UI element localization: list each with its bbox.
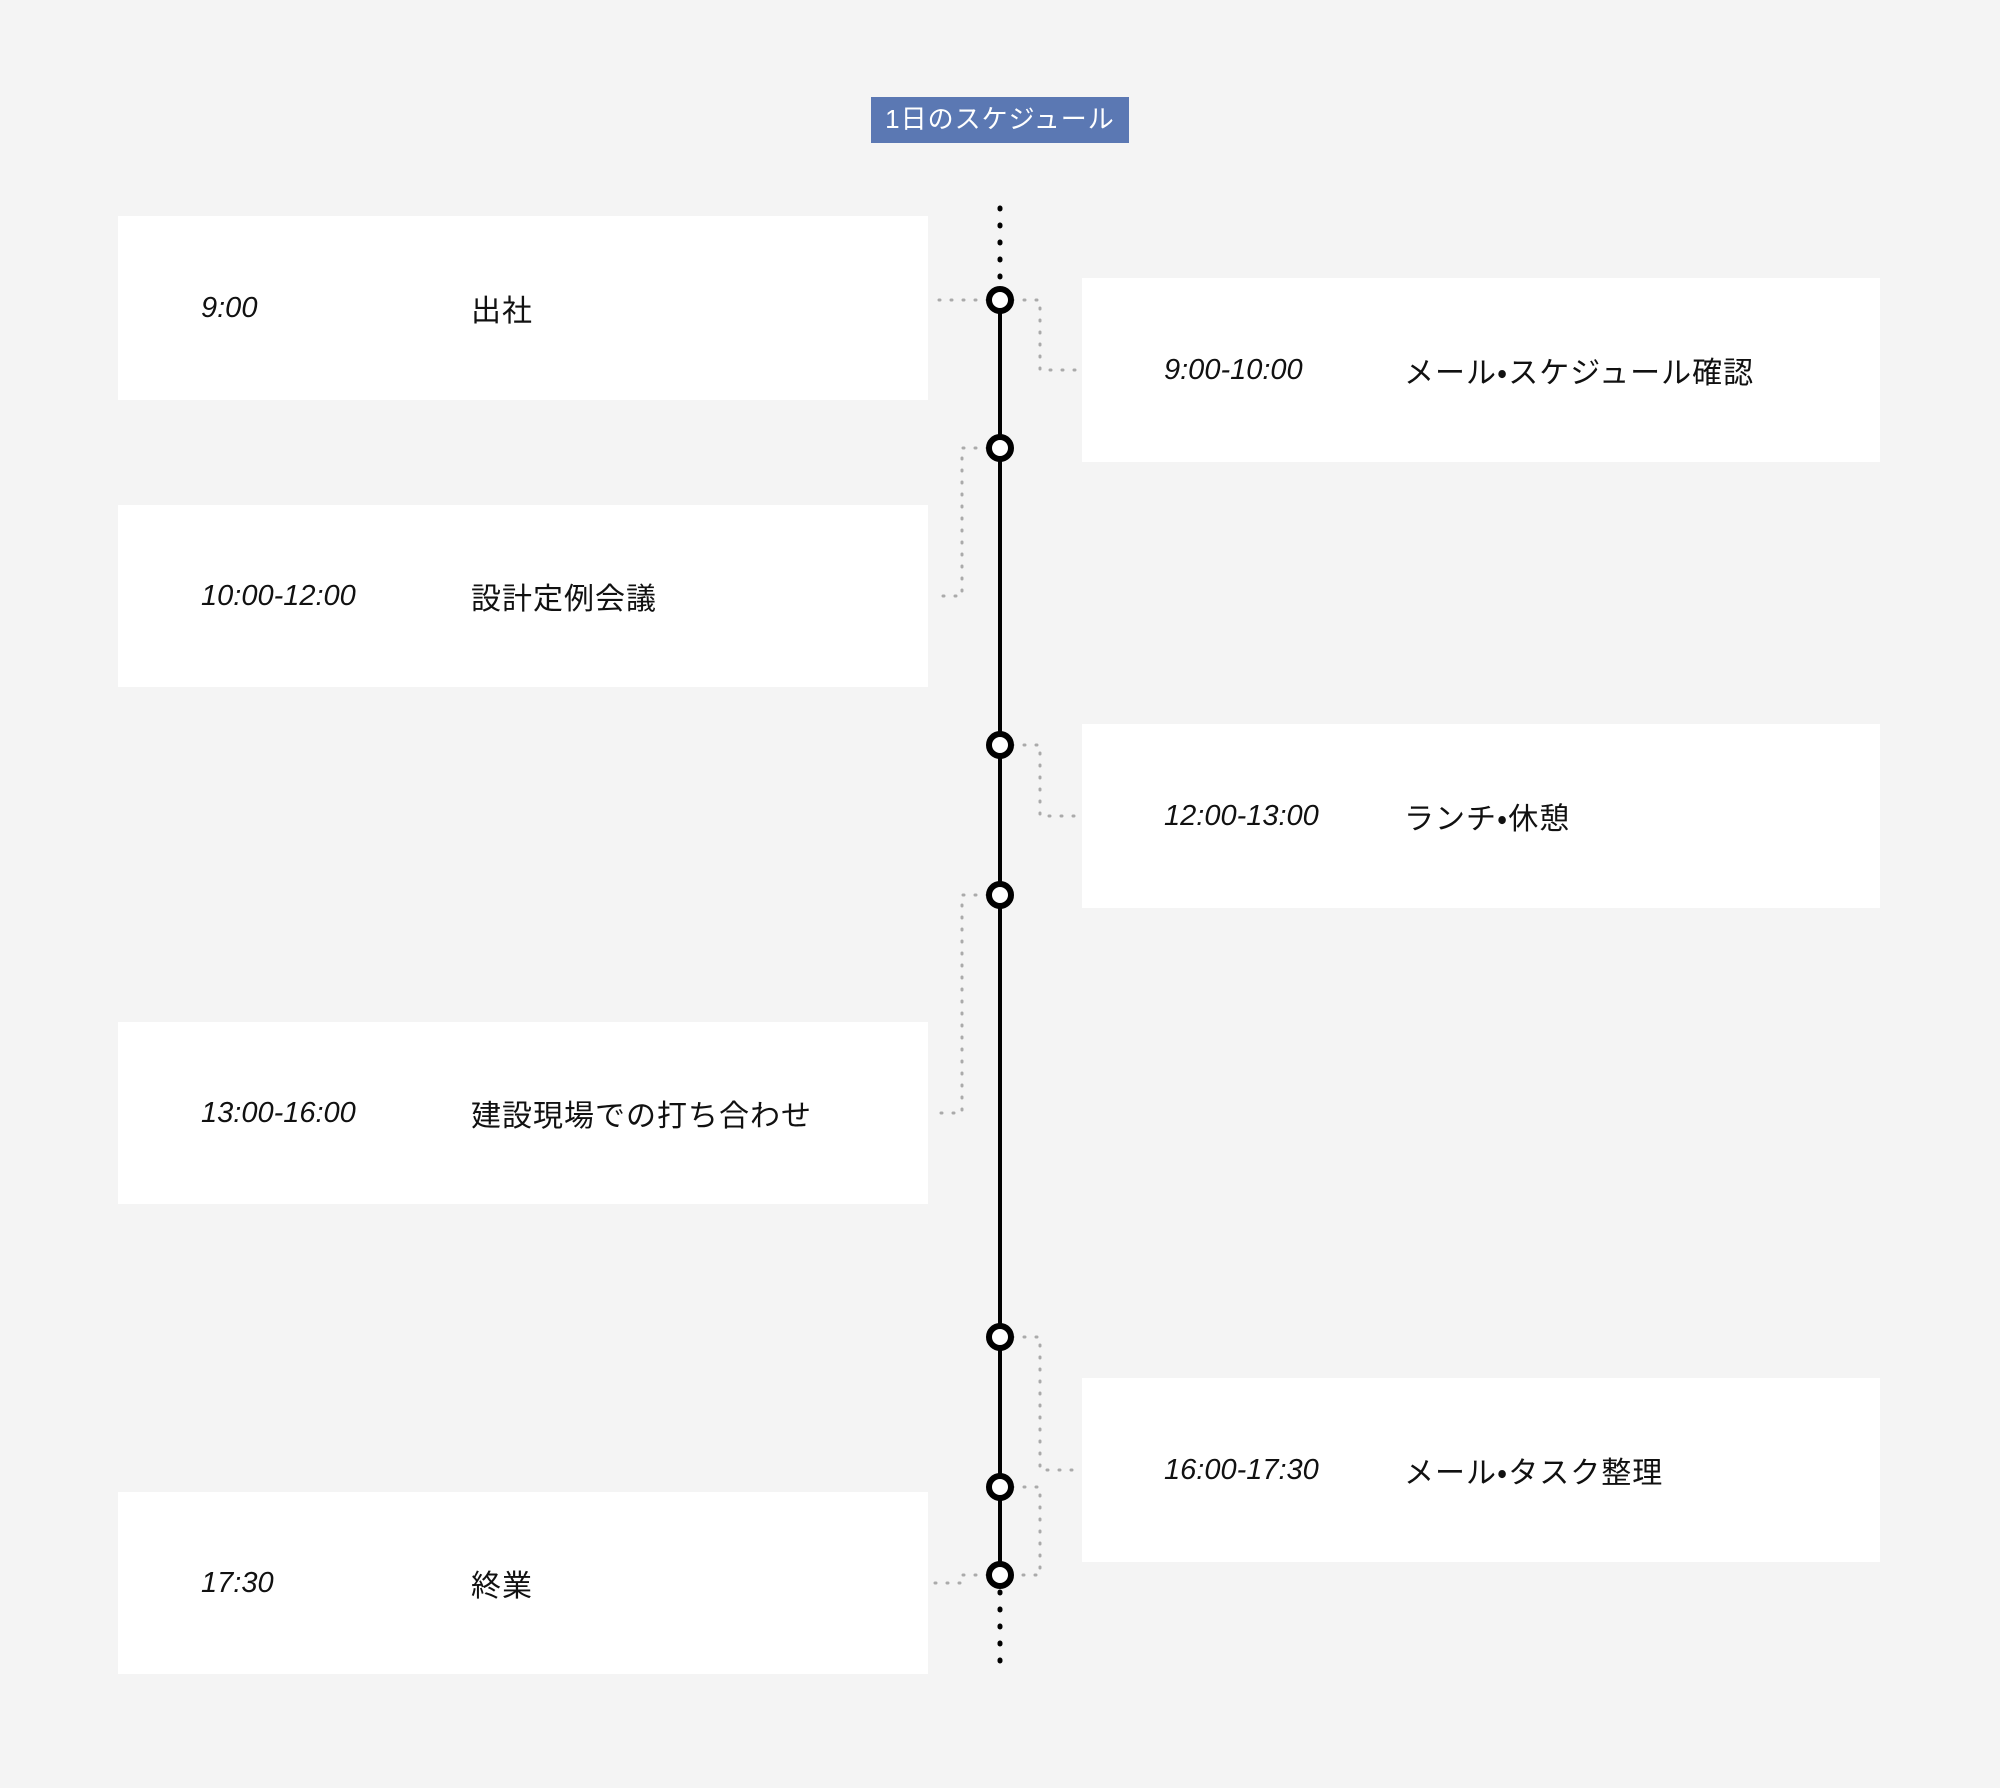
connector-right-1 (998, 298, 1084, 372)
event-label: メール・スケジュール確認 (1404, 357, 1755, 390)
connector-left-4 (930, 1573, 1002, 1585)
timeline-node-5[interactable] (986, 1323, 1014, 1351)
event-time: 9:00 (201, 291, 258, 324)
timeline-node-3[interactable] (986, 731, 1014, 759)
event-time: 9:00-10:00 (1164, 353, 1303, 386)
connector-right-2 (998, 743, 1084, 818)
event-time: 10:00-12:00 (201, 579, 356, 612)
connector-right-4 (998, 1485, 1042, 1577)
event-card-left-2[interactable]: 10:00-12:00 設計定例会議 (118, 505, 928, 687)
event-time: 13:00-16:00 (201, 1096, 356, 1129)
event-time: 17:30 (201, 1566, 274, 1599)
timeline-node-4[interactable] (986, 881, 1014, 909)
event-label: 建設現場での打ち合わせ (471, 1100, 812, 1133)
event-card-left-4[interactable]: 17:30 終業 (118, 1492, 928, 1674)
title-container: 1日のスケジュール (0, 97, 2000, 143)
event-label: 終業 (471, 1570, 533, 1603)
event-card-right-1[interactable]: 9:00-10:00 メール・スケジュール確認 (1082, 278, 1880, 462)
event-card-right-2[interactable]: 12:00-13:00 ランチ・休憩 (1082, 724, 1880, 908)
page-title: 1日のスケジュール (871, 97, 1129, 143)
event-label: メール・タスク整理 (1404, 1457, 1664, 1490)
event-label: ランチ・休憩 (1404, 803, 1571, 836)
event-card-left-1[interactable]: 9:00 出社 (118, 216, 928, 400)
event-card-right-3[interactable]: 16:00-17:30 メール・タスク整理 (1082, 1378, 1880, 1562)
connector-left-2 (930, 446, 1002, 598)
event-label: 設計定例会議 (471, 583, 657, 616)
timeline-node-6[interactable] (986, 1473, 1014, 1501)
event-label: 出社 (471, 295, 533, 328)
timeline-node-2[interactable] (986, 434, 1014, 462)
connector-right-3 (998, 1335, 1084, 1472)
connector-left-3 (930, 893, 1002, 1115)
event-time: 12:00-13:00 (1164, 799, 1319, 832)
event-time: 16:00-17:30 (1164, 1453, 1319, 1486)
timeline-node-1[interactable] (986, 286, 1014, 314)
timeline-node-7[interactable] (986, 1561, 1014, 1589)
event-card-left-3[interactable]: 13:00-16:00 建設現場での打ち合わせ (118, 1022, 928, 1204)
